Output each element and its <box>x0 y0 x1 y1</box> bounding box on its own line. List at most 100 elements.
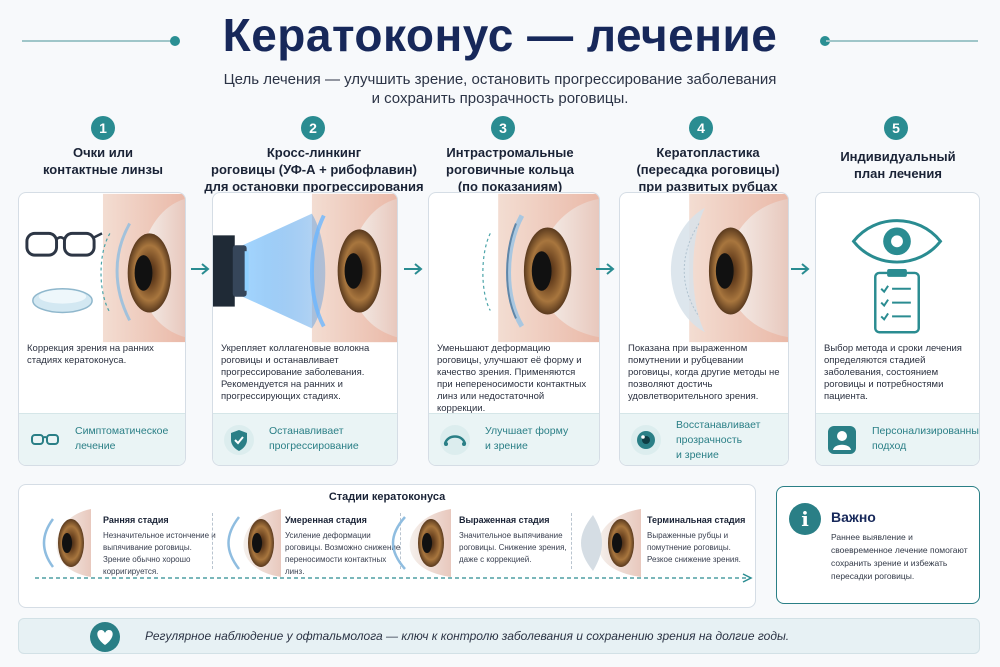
step-3-footer-label: Улучшает форму и зрение <box>485 424 593 454</box>
stages-panel: Стадии кератоконуса Ранняя стадия Незнач… <box>18 484 756 608</box>
subtitle: Цель лечения — улучшить зрение, останови… <box>0 70 1000 108</box>
arrow-1-2 <box>191 263 210 275</box>
step-2-number: 2 <box>301 116 325 140</box>
footer-line: Восстанавливает <box>676 419 761 431</box>
footer-line: подход <box>872 440 907 452</box>
ring-icon <box>440 425 470 455</box>
keratoplasty-illustration <box>670 193 788 343</box>
step-4-number: 4 <box>689 116 713 140</box>
title-line-left <box>22 40 174 42</box>
step-4-description: Показана при выраженном помутнении и руб… <box>628 343 780 402</box>
bottom-note-bar: Регулярное наблюдение у офтальмолога — к… <box>18 618 980 654</box>
glasses-and-eye-illustration <box>25 193 185 343</box>
footer-line: Персонализированный <box>872 425 980 437</box>
subtitle-line-1: Цель лечения — улучшить зрение, останови… <box>223 71 777 88</box>
step-2-title-line: роговицы (УФ-А + рибофлавин) <box>211 162 417 177</box>
stage-1-name: Ранняя стадия <box>103 515 169 525</box>
title-line-right <box>826 40 978 42</box>
step-1-title: Очки или контактные линзы <box>18 144 188 178</box>
step-1-title-line: Очки или <box>72 145 133 160</box>
title-dot-left <box>170 36 180 46</box>
step-3-title-line: Интрастромальные <box>446 145 574 160</box>
corneal-rings-illustration <box>482 193 599 343</box>
step-5-title-line: Индивидуальный <box>840 149 956 164</box>
step-1-description: Коррекция зрения на ранних стадиях керат… <box>27 343 154 366</box>
step-5-footer: Персонализированный подход <box>816 413 979 465</box>
stage-divider <box>571 513 572 569</box>
step-2-title-line: для остановки прогрессирования <box>204 179 424 194</box>
stage-4-eye <box>581 509 641 577</box>
stage-3-eye <box>391 509 451 577</box>
step-3-title-line: (по показаниям) <box>457 179 563 194</box>
step-3-title: Интрастромальные роговичные кольца (по п… <box>420 144 600 195</box>
step-2-title: Кросс-линкинг роговицы (УФ-А + рибофлави… <box>204 144 424 195</box>
cornea-icon <box>631 425 661 455</box>
arrow-2-3 <box>404 263 423 275</box>
stage-2-desc: Усиление деформации роговицы. Возможно с… <box>285 531 401 576</box>
footer-line: Останавливает <box>269 425 344 437</box>
footer-line: прогрессирование <box>269 440 359 452</box>
step-5-footer-label: Персонализированный подход <box>872 424 980 454</box>
stage-progress-arrow <box>35 573 753 583</box>
step-5-title: Индивидуальный план лечения <box>816 148 980 182</box>
info-icon: i <box>789 503 821 535</box>
footer-line: Симптоматическое <box>75 425 169 437</box>
stage-1-desc: Незначительное истончение и выпячивание … <box>103 531 216 576</box>
stage-1-eye <box>42 509 91 577</box>
important-text: Раннее выявление и своевременное лечение… <box>831 532 968 581</box>
important-panel: i Важно Раннее выявление и своевременное… <box>776 486 980 604</box>
subtitle-line-2: и сохранить прозрачность роговицы. <box>371 90 629 107</box>
step-3-footer: Улучшает форму и зрение <box>429 413 599 465</box>
step-2-footer-label: Останавливает прогрессирование <box>269 424 391 454</box>
title-dot-right <box>820 36 830 46</box>
step-1-title-line: контактные линзы <box>42 162 164 177</box>
footer-line: лечение <box>75 440 116 452</box>
step-3-number: 3 <box>491 116 515 140</box>
step-1-footer-label: Симптоматическое лечение <box>75 424 179 454</box>
footer-line: и зрение <box>485 440 528 452</box>
step-4-card: Показана при выраженном помутнении и руб… <box>619 192 789 466</box>
footer-line: Улучшает форму <box>485 425 569 437</box>
step-4-footer: Восстанавливает прозрачность и зрение <box>620 413 788 465</box>
arrow-3-4 <box>596 263 615 275</box>
shield-icon <box>224 425 254 455</box>
stage-3-desc: Значительное выпячивание роговицы. Сниже… <box>459 531 567 564</box>
stage-divider <box>212 513 213 569</box>
step-3-description: Уменьшают деформацию роговицы, улучшают … <box>437 343 587 414</box>
stage-divider <box>400 513 401 569</box>
step-2-footer: Останавливает прогрессирование <box>213 413 397 465</box>
stage-2-eye <box>227 509 281 577</box>
footer-line: прозрачность <box>676 434 743 446</box>
step-5-number: 5 <box>884 116 908 140</box>
step-2-description: Укрепляет коллагеновые волокна роговицы … <box>221 343 370 402</box>
arrow-4-5 <box>791 263 810 275</box>
heart-icon <box>90 622 120 652</box>
bottom-note-text: Регулярное наблюдение у офтальмолога — к… <box>145 629 790 643</box>
cross-linking-illustration <box>213 193 397 343</box>
step-3-card: Уменьшают деформацию роговицы, улучшают … <box>428 192 600 466</box>
step-4-footer-label: Восстанавливает прозрачность и зрение <box>676 418 782 463</box>
step-4-title-line: при развитых рубцах <box>638 179 778 194</box>
step-5-card: Выбор метода и сроки лечения определяютс… <box>815 192 980 466</box>
step-4-title: Кератопластика (пересадка роговицы) при … <box>618 144 798 195</box>
important-title: Важно <box>831 509 876 525</box>
stages-title: Стадии кератоконуса <box>328 491 446 503</box>
footer-line: и зрение <box>676 449 719 461</box>
step-3-title-line: роговичные кольца <box>446 162 574 177</box>
step-2-card: Укрепляет коллагеновые волокна роговицы … <box>212 192 398 466</box>
glasses-icon <box>31 434 59 445</box>
step-2-title-line: Кросс-линкинг <box>266 145 362 160</box>
stage-3-name: Выраженная стадия <box>459 515 550 525</box>
treatment-plan-illustration <box>851 219 943 334</box>
stage-4-name: Терминальная стадия <box>647 515 746 525</box>
step-1-card: Коррекция зрения на ранних стадиях керат… <box>18 192 186 466</box>
step-4-title-line: (пересадка роговицы) <box>636 162 780 177</box>
step-1-number: 1 <box>91 116 115 140</box>
step-4-title-line: Кератопластика <box>656 145 760 160</box>
step-5-title-line: план лечения <box>853 166 942 181</box>
stage-2-name: Умеренная стадия <box>285 515 367 525</box>
step-1-footer: Симптоматическое лечение <box>19 413 185 465</box>
person-icon <box>828 426 856 454</box>
stage-4-desc: Выраженные рубцы и помутнение роговицы. … <box>647 531 741 564</box>
step-5-description: Выбор метода и сроки лечения определяютс… <box>824 343 962 402</box>
